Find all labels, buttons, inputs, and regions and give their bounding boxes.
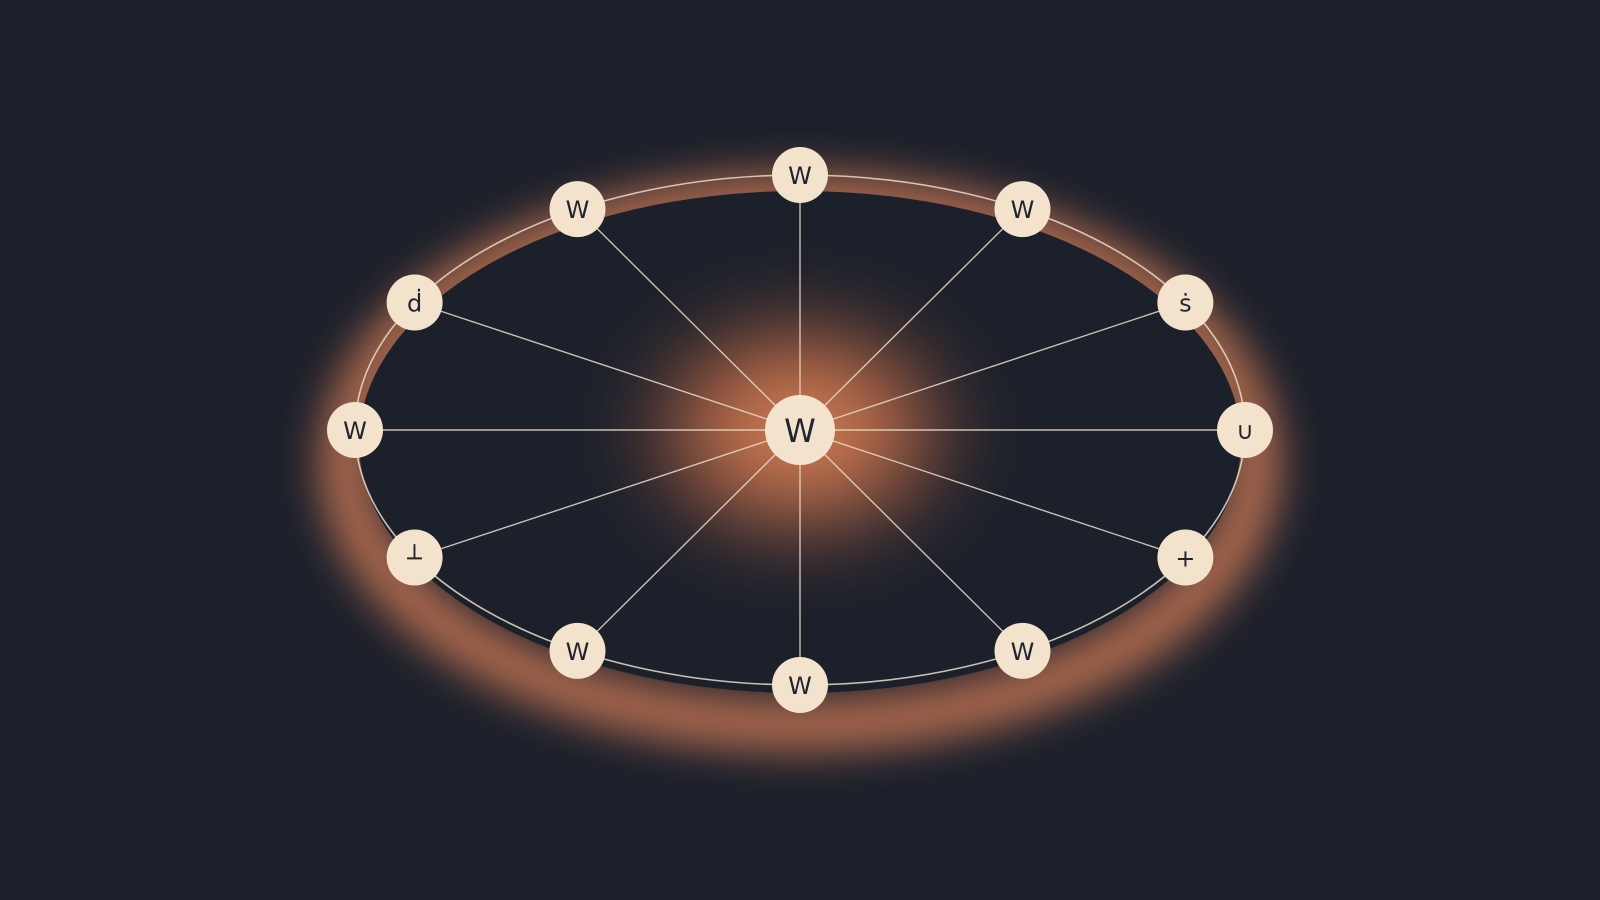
outer-node[interactable]: ḋ	[386, 274, 443, 331]
outer-node[interactable]: W	[994, 181, 1051, 238]
outer-node-circle	[549, 181, 606, 238]
outer-node-label: ḋ	[407, 288, 422, 318]
spoke-line	[577, 429, 801, 652]
outer-node-circle	[327, 402, 383, 458]
outer-node-circle	[549, 622, 606, 679]
outer-node-label: ṡ	[1179, 290, 1192, 318]
outer-node[interactable]: ∪	[1217, 402, 1273, 458]
outer-node-label: ∪	[1236, 417, 1254, 445]
outer-node-label: W	[566, 196, 590, 224]
outer-node[interactable]: W	[549, 622, 606, 679]
outer-node-label: W	[566, 638, 590, 666]
spoke-line	[577, 208, 801, 431]
spoke-line	[799, 429, 1023, 652]
center-node[interactable]: W	[765, 395, 835, 465]
outer-node-circle	[1157, 529, 1214, 586]
outer-node-label: W	[343, 417, 367, 445]
center-node-label: W	[784, 412, 816, 450]
spoke-line	[799, 429, 1186, 559]
outer-node-label: W	[1011, 638, 1035, 666]
outer-node[interactable]: W	[994, 622, 1051, 679]
spoke-line	[799, 208, 1023, 431]
outer-node[interactable]: W	[772, 147, 828, 203]
spoke-line	[414, 301, 801, 431]
outer-node-circle	[1217, 402, 1273, 458]
outer-node-circle	[386, 529, 443, 586]
outer-node[interactable]: W	[549, 181, 606, 238]
outer-node-label: W	[1011, 196, 1035, 224]
spoke-line	[799, 301, 1186, 431]
outer-node-circle	[386, 274, 443, 331]
outer-node[interactable]: W	[327, 402, 383, 458]
outer-node-circle	[994, 622, 1051, 679]
outer-node[interactable]: +	[1157, 529, 1214, 586]
outer-node-circle	[772, 147, 828, 203]
outer-nodes-group: WWṡ∪+WWW┴WḋW	[327, 147, 1273, 713]
outer-node-circle	[1157, 274, 1214, 331]
outer-node-label: +	[1175, 545, 1195, 573]
outer-node[interactable]: ┴	[386, 529, 443, 586]
outer-node[interactable]: ṡ	[1157, 274, 1214, 331]
spokes-group	[355, 175, 1245, 685]
outer-node-label: W	[788, 162, 812, 190]
spoke-line	[414, 429, 801, 559]
outer-node-label: W	[788, 672, 812, 700]
center-node-circle	[765, 395, 835, 465]
outer-node[interactable]: W	[772, 657, 828, 713]
outer-node-circle	[994, 181, 1051, 238]
outer-node-label: ┴	[406, 544, 422, 573]
outer-node-circle	[772, 657, 828, 713]
